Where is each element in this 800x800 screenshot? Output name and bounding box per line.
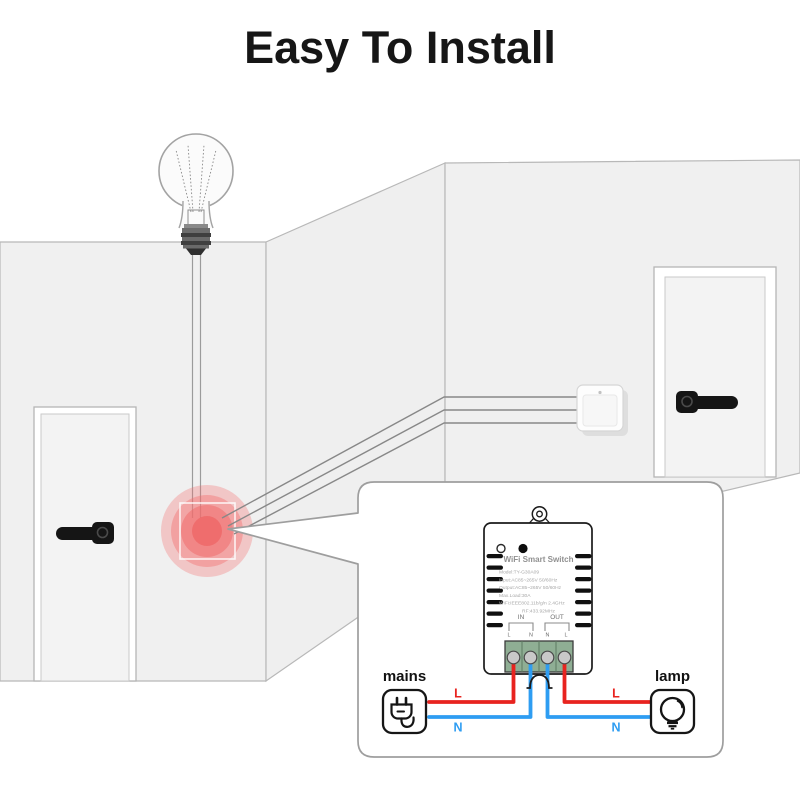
wall-switch bbox=[576, 384, 628, 436]
in-wall-wires bbox=[221, 396, 578, 535]
device-specs: Model:TY-G30A09 Input:AC85~265V 50/60Hz … bbox=[499, 570, 565, 615]
smart-switch-device: WiFi Smart Switch Model:TY-G30A09 Input:… bbox=[483, 506, 593, 675]
spec-output: Output:AC85~265V 50/60Hz bbox=[499, 585, 562, 591]
pin-n-in: N bbox=[529, 633, 533, 639]
device-body bbox=[483, 522, 593, 675]
device-name: WiFi Smart Switch bbox=[504, 554, 574, 564]
light-bulb-icon bbox=[158, 133, 234, 255]
lamp-live-wire bbox=[562, 658, 653, 704]
mains-live-wire bbox=[427, 658, 516, 704]
left-door bbox=[33, 406, 137, 682]
mains-neutral-wire bbox=[427, 658, 533, 719]
spec-wifi: WiFi:IEEE802.11b/g/n 2.4GHz bbox=[499, 601, 565, 607]
lamp-box bbox=[649, 688, 696, 735]
pin-l-in: L bbox=[508, 633, 511, 639]
mains-live-label: L bbox=[454, 687, 462, 701]
right-door bbox=[653, 266, 777, 478]
out-label: OUT bbox=[550, 614, 564, 621]
filament bbox=[175, 144, 217, 213]
wire-labels: L N L N bbox=[453, 687, 620, 735]
mounting-tab bbox=[528, 506, 551, 524]
side-vents bbox=[486, 554, 592, 628]
strain-loop bbox=[526, 674, 553, 689]
install-location-glow bbox=[161, 485, 253, 577]
spec-input: Input:AC85~265V 50/60Hz bbox=[499, 577, 558, 583]
in-label: IN bbox=[518, 614, 525, 621]
page-title: Easy To Install bbox=[244, 22, 556, 73]
mains-neutral-label: N bbox=[453, 721, 462, 735]
pairing-button bbox=[518, 543, 528, 554]
terminal-pin-labels: L N N L bbox=[508, 633, 568, 639]
right-door-slab bbox=[664, 276, 766, 478]
mains-label: mains bbox=[383, 668, 426, 685]
right-door-handle-icon bbox=[676, 391, 738, 413]
pin-l-out: L bbox=[565, 633, 568, 639]
callout-panel bbox=[227, 481, 724, 758]
lamp-live-label: L bbox=[612, 687, 620, 701]
pin-n-out: N bbox=[546, 633, 550, 639]
bulb-drop-wires bbox=[191, 252, 202, 518]
out-bracket bbox=[544, 622, 570, 631]
left-door-slab bbox=[40, 413, 130, 682]
status-led bbox=[496, 543, 506, 554]
lamp-label: lamp bbox=[655, 668, 690, 685]
bulb-screw-base bbox=[181, 228, 211, 255]
plug-icon bbox=[390, 696, 415, 728]
bulb-icon bbox=[659, 696, 686, 730]
lamp-group: lamp bbox=[649, 668, 696, 735]
lamp-neutral-label: N bbox=[611, 721, 620, 735]
left-door-handle-icon bbox=[56, 522, 114, 544]
spec-max-load: Max.Load:30A bbox=[499, 593, 531, 599]
spec-rf: RF:433.92MHz bbox=[522, 609, 555, 615]
spec-model: Model:TY-G30A09 bbox=[499, 570, 539, 576]
mains-group: mains bbox=[381, 668, 428, 735]
terminal-screws bbox=[506, 650, 572, 665]
in-bracket bbox=[508, 622, 534, 631]
junction-box-outline bbox=[179, 502, 236, 560]
